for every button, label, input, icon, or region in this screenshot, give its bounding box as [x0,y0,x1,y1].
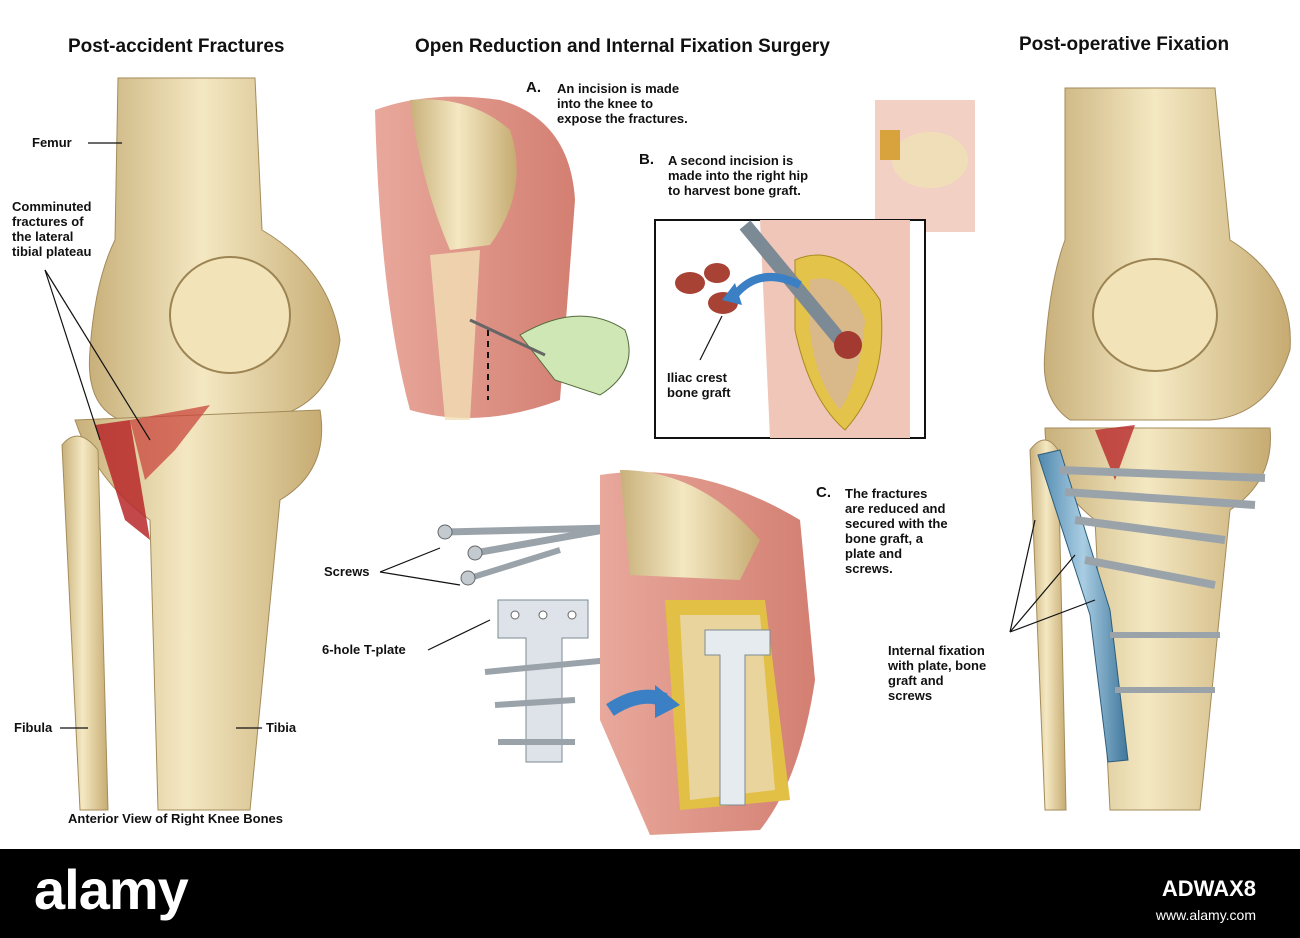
step-b-letter: B. [639,151,654,168]
right-plate-and-screws [1037,449,1266,763]
left-fibula [61,435,109,811]
left-tibia [74,405,323,811]
title-post-accident: Post-accident Fractures [68,36,285,57]
label-iliac-crest: Iliac crest bone graft [667,370,731,400]
t-plate-loose [484,599,611,763]
screws-set [437,524,616,586]
brand-logo: alamy [34,858,189,921]
left-leader-lines [44,142,262,729]
image-code: ADWAX8 [1161,876,1256,901]
label-tibia: Tibia [266,720,297,735]
step-c-letter: C. [816,484,831,501]
label-femur: Femur [32,135,72,150]
right-femur [1043,87,1291,421]
title-post-operative: Post-operative Fixation [1019,34,1230,55]
illustration [44,77,1291,835]
bone-graft-harvest-panel [654,219,926,439]
step-a-text: An incision is made into the knee to exp… [557,81,688,126]
site-url: www.alamy.com [1155,907,1256,923]
label-internal-fixation: Internal fixation with plate, bone graft… [888,643,987,703]
step-c-text: The fractures are reduced and secured wi… [845,486,948,576]
incision-knee-illustration [375,96,630,420]
hip-thumbnail [875,100,975,232]
label-fibula: Fibula [14,720,53,735]
caption-anterior-view: Anterior View of Right Knee Bones [68,811,284,826]
step-b-text: A second incision is made into the right… [668,153,809,198]
center-leader-lines [379,547,491,651]
stock-footer: alamy ADWAX8 www.alamy.com [0,849,1300,938]
title-orif-surgery: Open Reduction and Internal Fixation Sur… [415,36,830,57]
step-a-letter: A. [526,79,541,96]
label-t-plate: 6-hole T-plate [322,642,406,657]
label-fractures: Comminuted fractures of the lateral tibi… [12,199,92,259]
knee-surgical-site [600,470,815,835]
right-leader-lines [1009,519,1096,633]
label-screws: Screws [324,564,370,579]
left-femur [88,77,341,421]
